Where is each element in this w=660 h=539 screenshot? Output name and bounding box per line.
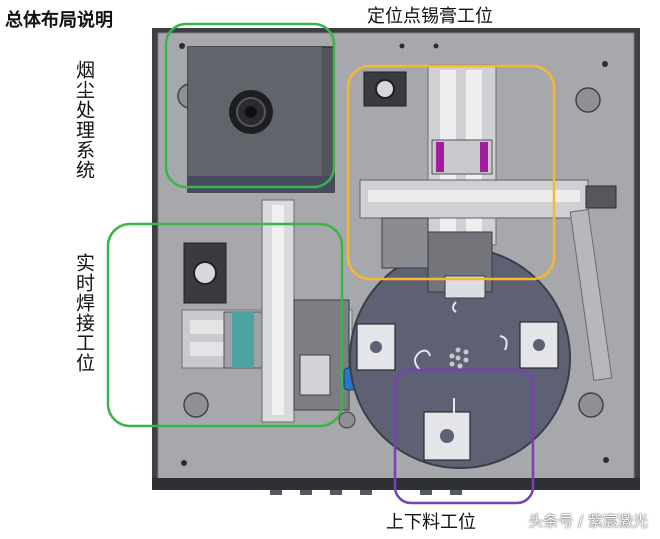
paste-x-groove: [368, 190, 580, 202]
turntable-center-holes: [449, 347, 469, 369]
turntable-fixtures: [356, 249, 559, 461]
welding-camera-lens: [193, 261, 217, 285]
welding-station-highlight-box: [106, 222, 344, 428]
paste-side-bar: [569, 209, 613, 381]
welding-head-detail: [299, 354, 331, 396]
page-title: 总体布局说明: [5, 10, 113, 31]
paste-dispenser-detail: [444, 275, 486, 299]
fixture-hook-right: [499, 335, 508, 351]
label-positioning-paste: 定位点锡膏工位: [367, 6, 493, 27]
label-loading-unloading: 上下料工位: [386, 512, 476, 533]
fixture-hook-left: [414, 349, 431, 371]
paste-camera-lens: [375, 79, 395, 99]
fixture-centers: [370, 339, 545, 443]
smoke-system-highlight-box: [164, 22, 336, 189]
watermark-separator: /: [578, 512, 584, 530]
watermark-brand: 紫宸激光: [587, 512, 648, 530]
watermark-source: 头条号: [528, 512, 574, 530]
loading-station-highlight-box: [393, 368, 535, 505]
paste-magenta-accent: [436, 142, 444, 172]
smoke-unit-base-strip: [188, 176, 334, 192]
smoke-fan-hub: [245, 106, 257, 118]
welding-carriage-accent: [232, 312, 254, 368]
paste-dispenser-head: [381, 217, 429, 269]
label-smoke-system: 烟尘处理系统: [73, 60, 95, 180]
welding-knob: [338, 411, 356, 429]
fixture-hook-top: [452, 301, 457, 313]
bottom-connectors: [270, 490, 462, 495]
paste-motor: [585, 185, 617, 209]
welding-y-rail-groove: [272, 205, 284, 415]
paste-station-highlight-box: [346, 64, 556, 281]
label-realtime-welding: 实时焊接工位: [73, 253, 95, 373]
corner-bolts: [179, 43, 609, 466]
paste-magenta-accent-2: [480, 142, 488, 172]
watermark: 头条号 / 紫宸激光: [528, 510, 648, 531]
